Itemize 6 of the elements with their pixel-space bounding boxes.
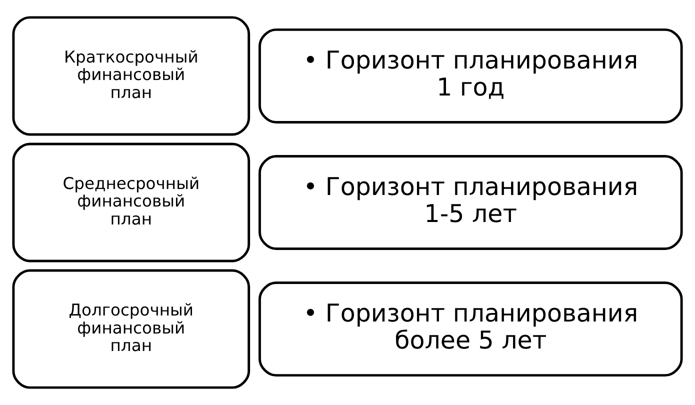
node-box: • Горизонт планирования более 5 лет [258, 282, 683, 377]
node-box: Краткосрочный финансовый план [12, 16, 250, 136]
node-box: • Горизонт планирования 1 год [258, 28, 683, 124]
node-box: • Горизонт планирования 1-5 лет [258, 155, 683, 250]
node-box: Долгосрочный финансовый план [12, 269, 250, 389]
node-box: Среднесрочный финансовый план [12, 142, 250, 262]
